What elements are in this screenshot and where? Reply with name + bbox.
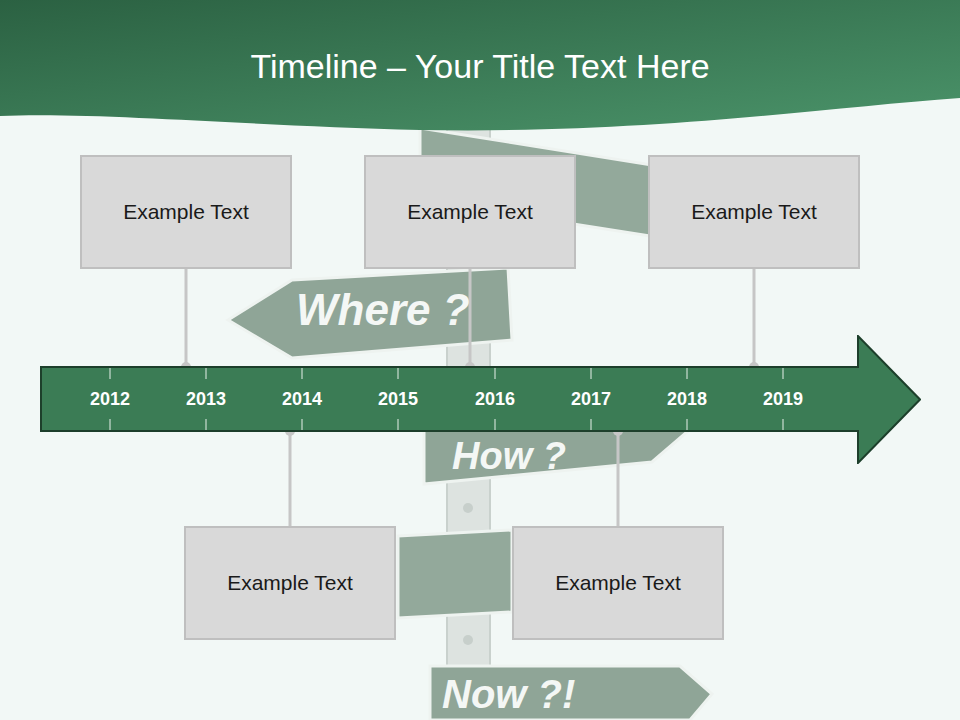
- sign-word: Where ?: [296, 286, 470, 334]
- event-box: Example Text: [80, 155, 292, 269]
- bolt: [463, 503, 473, 513]
- year-label: 2015: [378, 388, 418, 410]
- sign-word: How ?: [452, 436, 566, 478]
- leader-line: [617, 431, 620, 526]
- event-box: Example Text: [364, 155, 576, 269]
- event-text: Example Text: [227, 571, 353, 595]
- leader-line: [185, 269, 188, 367]
- year-label: 2019: [763, 388, 803, 410]
- now-sign: [430, 666, 712, 720]
- year-label: 2017: [571, 388, 611, 410]
- year-label: 2014: [282, 388, 322, 410]
- event-text: Example Text: [555, 571, 681, 595]
- bolt: [463, 635, 473, 645]
- why-sign: [398, 530, 512, 618]
- sign-word: Now ?!: [442, 672, 575, 716]
- year-label: 2016: [475, 388, 515, 410]
- slide-title: Timeline – Your Title Text Here: [0, 44, 960, 88]
- event-box: Example Text: [184, 526, 396, 640]
- year-label: 2012: [90, 388, 130, 410]
- event-text: Example Text: [407, 200, 533, 224]
- year-label: 2013: [186, 388, 226, 410]
- header-band: [0, 0, 960, 130]
- leader-line: [753, 269, 756, 367]
- how-sign: [424, 426, 694, 484]
- event-text: Example Text: [123, 200, 249, 224]
- event-text: Example Text: [691, 200, 817, 224]
- event-box: Example Text: [648, 155, 860, 269]
- event-box: Example Text: [512, 526, 724, 640]
- leader-line: [289, 431, 292, 526]
- year-label: 2018: [667, 388, 707, 410]
